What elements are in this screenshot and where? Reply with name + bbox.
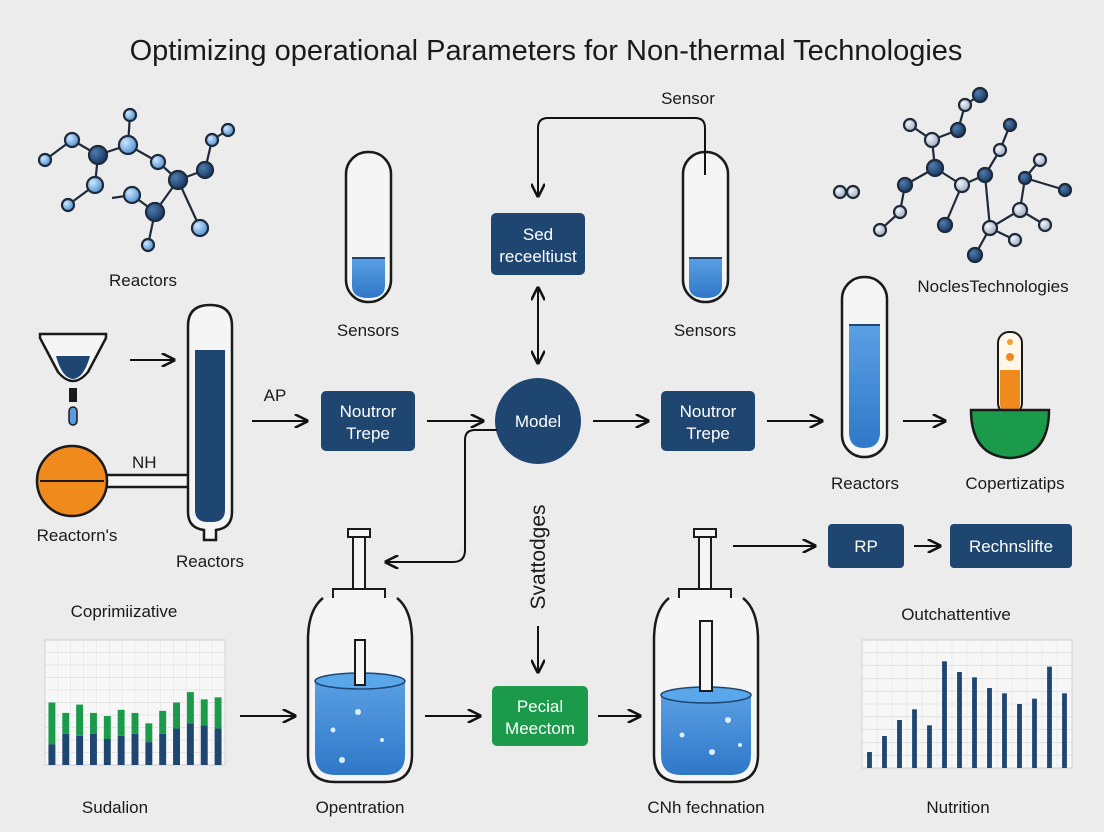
chart-right-bar: [912, 709, 917, 768]
chart-right-bar: [1047, 666, 1052, 768]
box-pecial: [492, 686, 588, 746]
chart-left: [44, 639, 226, 766]
diagram-title: Optimizing operational Parameters for No…: [130, 35, 963, 67]
chart-right-title: Outchattentive: [901, 605, 1011, 624]
chart-right-bar: [1017, 704, 1022, 768]
chart-left-bar: [159, 710, 167, 734]
green-bowl-icon: [969, 331, 1051, 460]
label-cnh-fechnation: CNh fechnation: [647, 798, 764, 817]
funnel-icon: [38, 332, 108, 426]
flask-right-icon: [652, 528, 760, 784]
chart-right-bar: [957, 672, 962, 768]
label-svattodges: Svattodges: [527, 504, 550, 609]
chart-left-bar: [103, 738, 111, 765]
box-rp: [828, 524, 904, 568]
label-reactors-tube: Reactors: [176, 552, 244, 571]
chart-left-bar: [186, 723, 194, 765]
chart-left-bar: [48, 702, 56, 745]
chart-left-bar: [62, 733, 70, 765]
chart-left-bar: [200, 699, 208, 726]
chart-right: [861, 639, 1073, 769]
label-ap: AP: [264, 386, 287, 405]
molecule-left-icon: [37, 107, 236, 253]
chart-right-bar: [1062, 693, 1067, 768]
chart-left-bar: [145, 742, 153, 765]
chart-right-bar: [897, 720, 902, 768]
box-noutor-right-line1: Noutror: [680, 402, 737, 421]
chart-left-bar: [173, 728, 180, 765]
box-sed: [491, 213, 585, 275]
box-rp-label: RP: [854, 537, 878, 556]
label-reactorns: Reactorn's: [37, 526, 118, 545]
box-pecial-line2: Meectom: [505, 719, 575, 738]
chart-right-bar: [987, 688, 992, 768]
label-copertizatips: Copertizatips: [965, 474, 1064, 493]
box-rechnslifte-label: Rechnslifte: [969, 537, 1053, 556]
chart-left-bar: [214, 697, 222, 729]
box-sed-line1: Sed: [523, 225, 553, 244]
chart-left-bar: [131, 712, 139, 734]
molecule-right-icon: [832, 86, 1073, 264]
chart-left-bar: [62, 712, 70, 734]
chart-left-bar: [48, 744, 56, 765]
label-nh: NH: [132, 453, 157, 472]
sensor-tube-right-icon: [681, 150, 730, 304]
chart-left-bar: [76, 735, 84, 765]
chart-right-bar: [972, 677, 977, 768]
node-model-label: Model: [515, 412, 561, 431]
chart-left-bar: [173, 702, 180, 729]
chart-left-bar: [90, 733, 97, 765]
reactor-tube-right-icon: [840, 275, 889, 459]
label-nocles-technologies: NoclesTechnologies: [917, 277, 1068, 296]
arrow-model-to-flask: [386, 429, 497, 562]
label-sensor-top: Sensor: [661, 89, 715, 108]
chart-right-bar: [1002, 693, 1007, 768]
chart-left-bar: [200, 725, 208, 765]
chart-left-bar: [76, 704, 84, 736]
chart-left-bar: [103, 716, 111, 739]
chart-left-bar: [145, 723, 153, 743]
chart-right-bar: [867, 752, 872, 768]
box-noutor-right: [661, 391, 755, 451]
orange-sphere-icon: [35, 444, 198, 518]
chart-left-bar: [186, 692, 194, 724]
box-noutor-left-line1: Noutror: [340, 402, 397, 421]
chart-left-bar: [131, 733, 139, 765]
chart-right-bar: [927, 725, 932, 768]
arrow-sensor-loop: [538, 117, 706, 196]
box-sed-line2: receeltiust: [499, 247, 577, 266]
chart-left-bar: [90, 712, 97, 734]
label-opentration: Opentration: [316, 798, 405, 817]
chart-left-bar: [117, 735, 125, 765]
chart-right-bar: [1032, 698, 1037, 768]
flask-left-icon: [306, 528, 414, 784]
sensor-tube-left-icon: [344, 150, 393, 304]
label-reactors-top-left: Reactors: [109, 271, 177, 290]
chart-right-bar: [942, 661, 947, 768]
chart-right-xlabel: Nutrition: [926, 798, 989, 817]
reactor-tube-tall-icon: [186, 303, 234, 542]
box-rechnslifte: [950, 524, 1072, 568]
chart-left-bar: [159, 733, 167, 765]
box-noutor-left: [321, 391, 415, 451]
chart-right-bar: [882, 736, 887, 768]
box-pecial-line1: Pecial: [517, 697, 563, 716]
label-sensors-right: Sensors: [674, 321, 736, 340]
chart-left-title: Coprimiizative: [71, 602, 178, 621]
box-noutor-left-line2: Trepe: [346, 424, 390, 443]
label-reactors-right: Reactors: [831, 474, 899, 493]
box-noutor-right-line2: Trepe: [686, 424, 730, 443]
label-sensors-left: Sensors: [337, 321, 399, 340]
chart-left-bar: [117, 709, 125, 736]
chart-left-xlabel: Sudalion: [82, 798, 148, 817]
chart-left-bar: [214, 728, 222, 765]
node-model: [495, 378, 581, 464]
